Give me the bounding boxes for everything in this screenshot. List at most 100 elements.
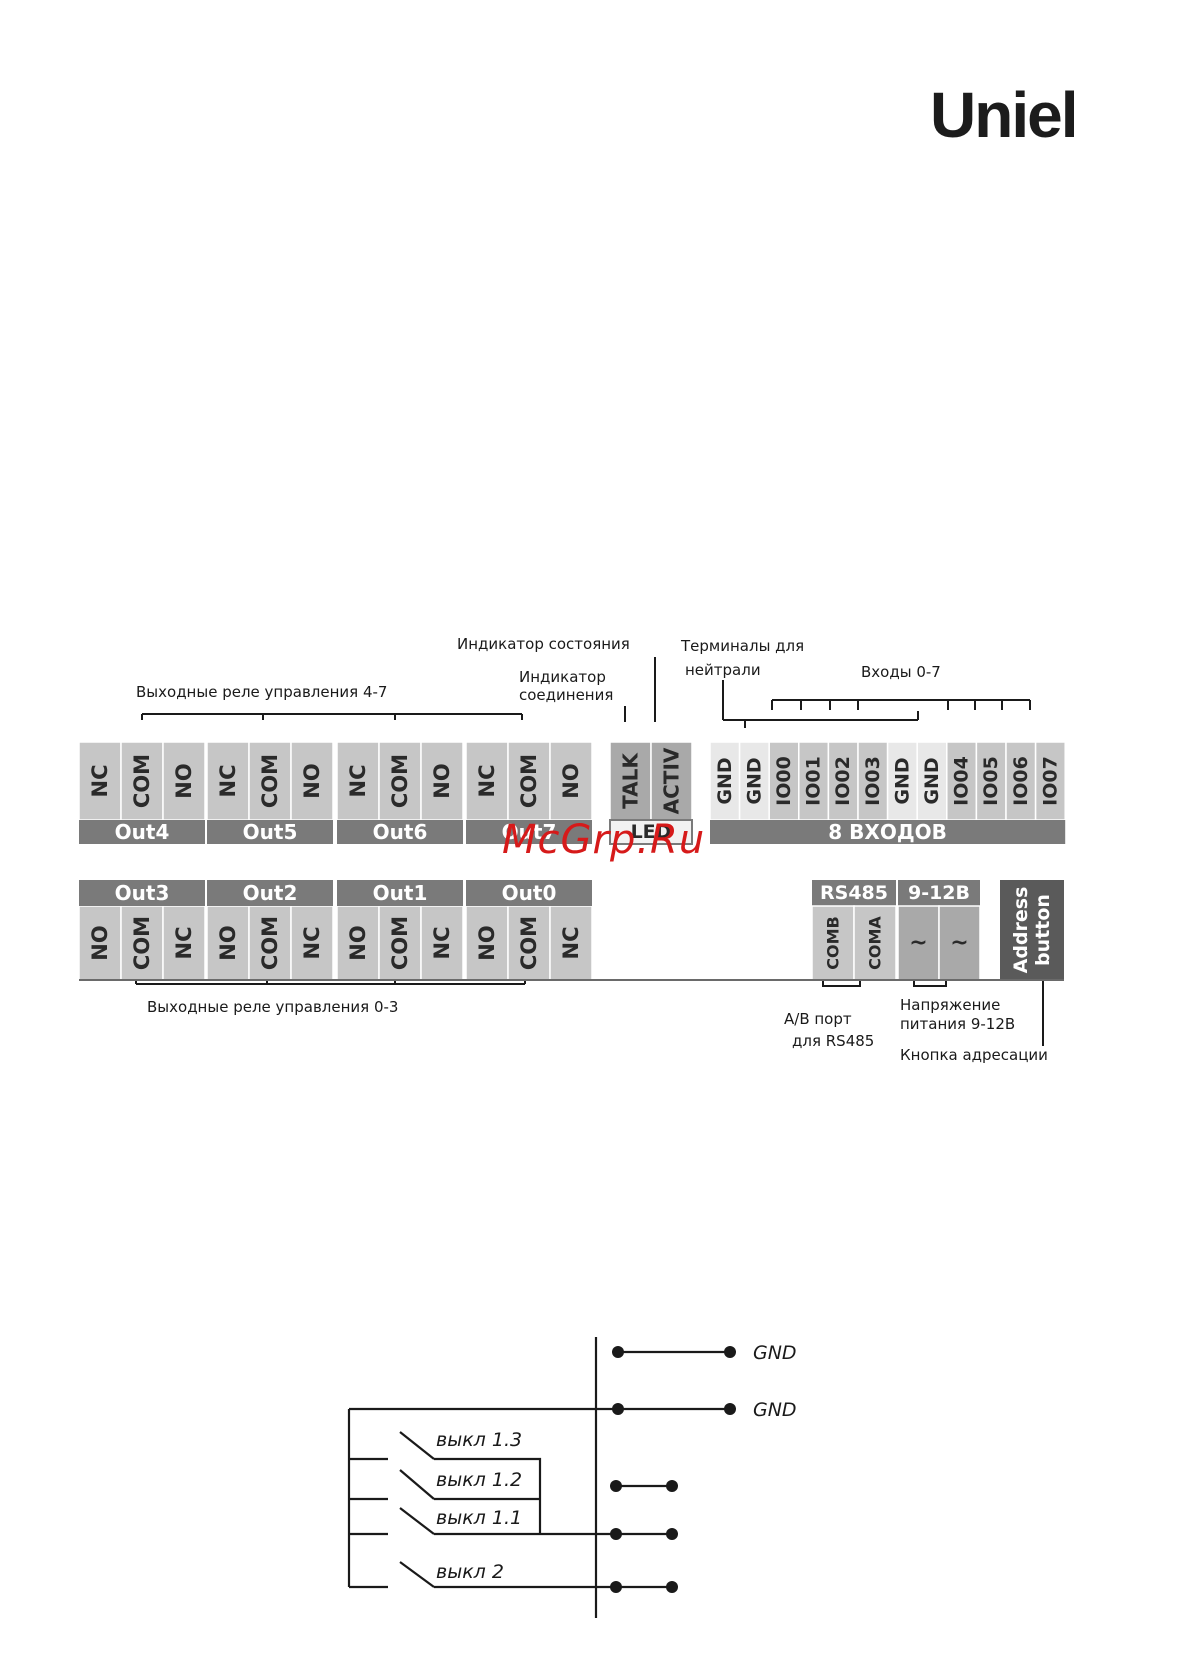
wiring-dots bbox=[610, 1346, 736, 1593]
dot bbox=[666, 1480, 678, 1492]
rs485-label-bar bbox=[812, 880, 896, 906]
dot bbox=[610, 1528, 622, 1540]
inputs-0-7-label: Входы 0-7 bbox=[861, 663, 941, 681]
top-out5-label-bar bbox=[207, 820, 333, 844]
inputs-label-bar bbox=[710, 820, 1066, 844]
bot-out3-label-bar bbox=[79, 880, 205, 906]
bot-out1-pin-nc: NC bbox=[430, 927, 454, 960]
switch-label-1-3: выкл 1.3 bbox=[436, 1429, 522, 1451]
dot bbox=[666, 1581, 678, 1593]
rs485-pin-cell bbox=[853, 905, 897, 981]
dot bbox=[724, 1346, 736, 1358]
top-out5-pin-cell bbox=[206, 741, 250, 821]
top-out6-pin-cell bbox=[336, 741, 380, 821]
led-pin-activ: ACTIV bbox=[660, 747, 684, 814]
outputs-4-7-label: Выходные реле управления 4-7 bbox=[136, 683, 387, 701]
address-button bbox=[1000, 880, 1064, 980]
input-pin-io03: IO03 bbox=[862, 756, 884, 806]
gnd-label-2: GND bbox=[753, 1399, 797, 1421]
outputs-0-3-label: Выходные реле управления 0-3 bbox=[147, 998, 398, 1016]
top-out6-pin-no: NO bbox=[430, 763, 454, 798]
top-out4-pin-cell bbox=[162, 741, 206, 821]
switch-label-1-2: выкл 1.2 bbox=[436, 1469, 522, 1491]
switch-1-3 bbox=[399, 1431, 435, 1460]
top-out7-pin-cell bbox=[465, 741, 509, 821]
top-out4-pin-no: NO bbox=[172, 763, 196, 798]
input-pin-gnd: GND bbox=[743, 757, 765, 804]
power-pin-tilde: ~ bbox=[950, 931, 968, 956]
bot-out1-pin-cell bbox=[336, 905, 380, 981]
bot-out2-pin-cell bbox=[248, 905, 292, 981]
bot-out2-label: Out2 bbox=[243, 881, 298, 905]
led-pin-cell bbox=[609, 741, 652, 821]
bot-out0-pin-nc: NC bbox=[559, 927, 583, 960]
top-out4-label: Out4 bbox=[115, 820, 170, 844]
switch-2 bbox=[399, 1561, 435, 1588]
top-out6-label-bar bbox=[337, 820, 463, 844]
top-out6-label: Out6 bbox=[373, 820, 428, 844]
top-out6-pin-com: COM bbox=[388, 754, 412, 808]
top-out6-pin-cell bbox=[420, 741, 464, 821]
status-indicator-label: Индикатор состояния bbox=[457, 635, 630, 653]
top-out7-pin-cell bbox=[549, 741, 593, 821]
neutral-terminals-label-1: Терминалы для bbox=[680, 637, 804, 655]
bot-out2-pin-com: COM bbox=[258, 916, 282, 970]
top-out5-pin-nc: NC bbox=[216, 765, 240, 798]
led-label: LED bbox=[631, 821, 672, 843]
bot-out2-pin-no: NO bbox=[216, 925, 240, 960]
led-pin-talk: TALK bbox=[619, 752, 643, 809]
bot-out3-label: Out3 bbox=[115, 881, 170, 905]
dot bbox=[612, 1403, 624, 1415]
led-pin-cell bbox=[650, 741, 693, 821]
switch-label-2: выкл 2 bbox=[436, 1561, 504, 1583]
rs485-pin-coma: COMA bbox=[866, 916, 885, 970]
wiring-diagram bbox=[347, 1337, 730, 1618]
switch-1-2 bbox=[399, 1469, 435, 1500]
connection-indicator-label-2: соединения bbox=[519, 686, 613, 704]
bot-out1-pin-cell bbox=[420, 905, 464, 981]
bot-out1-pin-com: COM bbox=[388, 916, 412, 970]
top-out7-label: Out7 bbox=[502, 820, 557, 844]
uniel-logo: Uniel bbox=[930, 79, 1078, 151]
top-out4-pin-cell bbox=[78, 741, 122, 821]
top-out4-pin-nc: NC bbox=[88, 765, 112, 798]
bot-out1-pin-no: NO bbox=[346, 925, 370, 960]
top-out7-pin-nc: NC bbox=[475, 765, 499, 798]
bot-out0-label: Out0 bbox=[502, 881, 557, 905]
top-out5-pin-cell bbox=[248, 741, 292, 821]
bot-out3-pin-com: COM bbox=[130, 916, 154, 970]
bot-out2-label-bar bbox=[207, 880, 333, 906]
wire-1-3-out bbox=[434, 1457, 542, 1534]
power-pin-cell bbox=[897, 905, 940, 981]
ab-port-label-2: для RS485 bbox=[792, 1032, 874, 1050]
bot-out1-label: Out1 bbox=[373, 881, 428, 905]
switch-1-1 bbox=[399, 1507, 435, 1535]
inputs-label: 8 ВХОДОВ bbox=[828, 820, 947, 844]
supply-label-2: питания 9-12В bbox=[900, 1015, 1015, 1033]
input-pin-io06: IO06 bbox=[1010, 756, 1032, 806]
top-out5-pin-no: NO bbox=[300, 763, 324, 798]
input-pin-cell bbox=[1005, 741, 1037, 821]
input-pin-cell bbox=[709, 741, 741, 821]
bot-out2-pin-nc: NC bbox=[300, 927, 324, 960]
bot-out0-pin-no: NO bbox=[475, 925, 499, 960]
input-pin-gnd: GND bbox=[714, 757, 736, 804]
dot bbox=[610, 1480, 622, 1492]
address-button-caption: Кнопка адресации bbox=[900, 1046, 1048, 1064]
input-pin-io02: IO02 bbox=[832, 756, 854, 806]
input-pin-gnd: GND bbox=[921, 757, 943, 804]
top-out4-pin-com: COM bbox=[130, 754, 154, 808]
top-out6-pin-nc: NC bbox=[346, 765, 370, 798]
connection-indicator-label-1: Индикатор bbox=[519, 668, 606, 686]
input-pin-io05: IO05 bbox=[980, 756, 1002, 806]
input-pin-io00: IO00 bbox=[773, 756, 795, 806]
switch-label-1-1: выкл 1.1 bbox=[436, 1507, 522, 1529]
bot-out0-label-bar bbox=[466, 880, 592, 906]
bot-out3-pin-no: NO bbox=[88, 925, 112, 960]
bot-out0-pin-com: COM bbox=[517, 916, 541, 970]
ab-port-label-1: A/B порт bbox=[784, 1010, 852, 1028]
address-button-label-1: Address bbox=[1010, 887, 1032, 974]
bot-out1-label-bar bbox=[337, 880, 463, 906]
power-label: 9-12B bbox=[908, 882, 970, 904]
